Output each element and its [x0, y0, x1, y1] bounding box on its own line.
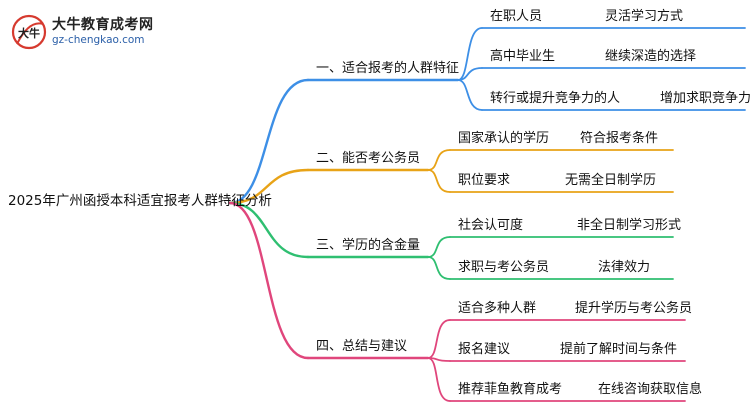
child-curve-3-1 [427, 236, 451, 258]
branch-curve-1 [228, 78, 310, 205]
svg-text:大牛: 大牛 [18, 26, 40, 40]
child-right-1-3: 增加求职竞争力 [660, 91, 750, 106]
branch-curve-4 [228, 201, 310, 360]
child-left-1-2: 高中毕业生 [490, 49, 556, 64]
child-left-3-1: 社会认可度 [458, 218, 524, 233]
child-right-1-2: 继续深造的选择 [605, 49, 697, 64]
child-right-4-2: 提前了解时间与条件 [560, 342, 678, 357]
child-left-4-1: 适合多种人群 [458, 301, 537, 316]
child-curve-2-2 [427, 169, 451, 193]
child-right-1-1: 灵活学习方式 [605, 9, 684, 24]
branch-curve-2 [228, 168, 310, 205]
root-node: 2025年广州函授本科适宜报考人群特征分析 [8, 193, 272, 209]
child-curve-3-2 [427, 256, 451, 280]
child-left-3-2: 求职与考公务员 [458, 260, 550, 275]
branch-label-4: 四、总结与建议 [316, 339, 408, 354]
child-left-1-3: 转行或提升竞争力的人 [490, 91, 621, 106]
branch-label-2: 二、能否考公务员 [316, 151, 421, 166]
branch-label-1: 一、适合报考的人群特征 [316, 61, 460, 76]
child-right-4-3: 在线咨询获取信息 [598, 382, 703, 397]
child-curve-2-1 [427, 149, 451, 171]
child-left-2-2: 职位要求 [458, 173, 511, 188]
child-right-4-1: 提升学历与考公务员 [575, 301, 693, 316]
child-curve-4-3 [427, 357, 451, 402]
child-left-4-3: 推荐菲鱼教育成考 [458, 382, 563, 397]
logo-mark-icon: 大牛 [11, 14, 47, 50]
branch-curve-3 [228, 201, 310, 259]
child-right-3-1: 非全日制学习形式 [577, 218, 682, 233]
child-curve-4-1 [427, 319, 451, 359]
child-right-3-2: 法律效力 [598, 260, 651, 275]
child-left-2-1: 国家承认的学历 [458, 131, 550, 146]
logo-title: 大牛教育成考网 [52, 17, 154, 33]
child-left-1-1: 在职人员 [490, 9, 543, 24]
logo-url: gz-chengkao.com [52, 34, 145, 46]
site-logo[interactable]: 大牛 大牛教育成考网 gz-chengkao.com [10, 12, 160, 52]
branch-label-3: 三、学历的含金量 [316, 238, 421, 253]
child-right-2-1: 符合报考条件 [580, 131, 659, 146]
child-curve-1-3 [457, 79, 483, 111]
child-left-4-2: 报名建议 [458, 342, 511, 357]
child-curve-1-1 [457, 27, 483, 81]
child-right-2-2: 无需全日制学历 [565, 173, 657, 188]
